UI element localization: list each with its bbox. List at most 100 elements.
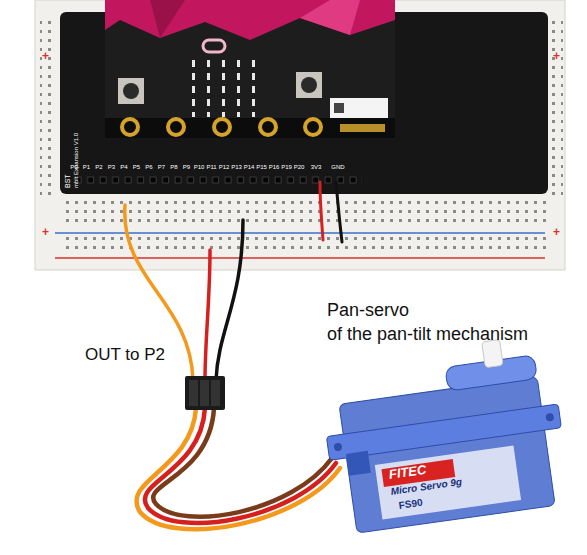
microbit-part-part [305,119,321,135]
microbit-part-part [222,99,225,106]
microbit-part-part [222,112,225,117]
brand-name: FITEC [388,463,427,483]
microbit-part-part [207,112,210,117]
microbit-part [340,124,385,132]
microbit-part-part [260,119,276,135]
breadboard-part [35,0,565,270]
microbit-part-part [192,99,195,106]
microbit [105,0,395,138]
microbit-part-part [252,99,255,106]
microbit-part-part [237,112,240,117]
pin-name: P19 [281,164,292,171]
pin-name: P12 [219,164,230,171]
microbit-part-part [222,86,225,93]
pin-name: P6 [145,164,152,171]
expansion-board-part [72,176,362,184]
microbit-part [300,0,360,35]
microbit-part-part [168,119,184,135]
microbit-part [118,78,144,104]
microbit-part-part [207,99,210,106]
jumper-wires-part [336,182,342,242]
microbit-part-part [192,112,195,117]
microbit-part-part [252,60,255,67]
pin-name: 3V3 [311,164,322,171]
pin-name: P7 [158,164,165,171]
board-name: mbit Expansion V1.0 [73,133,80,188]
servo-connector-part [200,380,209,406]
microbit-part-part [237,60,240,67]
microbit-part [122,119,321,135]
pin-name: P8 [170,164,177,171]
servo-connector [185,376,225,410]
microbit-part-part [192,73,195,80]
servo-body-part [375,446,521,520]
microbit-part [105,0,395,40]
microbit-part-part [222,60,225,67]
servo-body-part [545,413,554,422]
pin-name: P0 [70,164,77,171]
microbit-part-part [222,73,225,80]
microbit-part [296,72,322,98]
pin-name: P13 [231,164,242,171]
servo-cable-part [145,408,336,523]
microbit-part [105,118,395,138]
microbit-part-part [214,119,230,135]
microbit-part-part [252,73,255,80]
pin-name: P14 [244,164,255,171]
microbit-part [123,83,139,99]
pin-name: P3 [108,164,115,171]
pin-name: P4 [120,164,127,171]
jumper-wires-part [205,250,210,380]
microbit-part-part [237,73,240,80]
microbit-part-part [192,60,195,67]
servo-body [316,333,572,536]
servo-body-part [346,451,371,476]
part-label: of the pan-tilt mechanism [327,324,528,345]
microbit-part-part [207,86,210,93]
microbit-part-part [207,60,210,67]
pin-name: P15 [256,164,267,171]
pin-name: P20 [294,164,305,171]
microbit-part-part [252,86,255,93]
part-label: Pan-servo [327,300,409,321]
microbit-part [150,0,185,38]
microbit-part [301,77,317,93]
board-name: BST [64,174,72,188]
servo-cable-part [136,408,340,529]
rail-mark: + [42,50,49,64]
rail-mark: + [553,50,560,64]
servo-cable [136,408,340,529]
breadboard-part [55,257,545,259]
rail-mark: + [553,226,560,240]
pin-name: P10 [194,164,205,171]
microbit-part [203,40,225,52]
microbit-part-part [122,119,138,135]
microbit-part-part [237,86,240,93]
microbit-part-part [192,86,195,93]
jumper-wires-part [216,220,243,380]
servo-connector-part [189,380,198,406]
servo-connector-part [211,380,220,406]
wire-label: OUT to P2 [85,345,165,365]
pin-name: P2 [95,164,102,171]
pin-name: P11 [206,164,216,171]
breadboard-part [40,20,56,198]
microbit-part-part [207,73,210,80]
breadboard [35,0,565,270]
breadboard-part [60,196,550,228]
jumper-wires-part [320,182,323,240]
pin-name: GND [331,164,344,171]
rail-mark: + [42,226,49,240]
microbit-part [334,103,344,113]
pin-name: P1 [83,164,90,171]
pin-name: P16 [269,164,280,171]
microbit-part-part [252,112,255,117]
servo-cable-part [153,408,332,517]
servo-body-part [333,442,342,451]
model-number: FS90 [398,497,423,512]
servo-connector-part [185,376,225,410]
microbit-part [192,60,255,117]
